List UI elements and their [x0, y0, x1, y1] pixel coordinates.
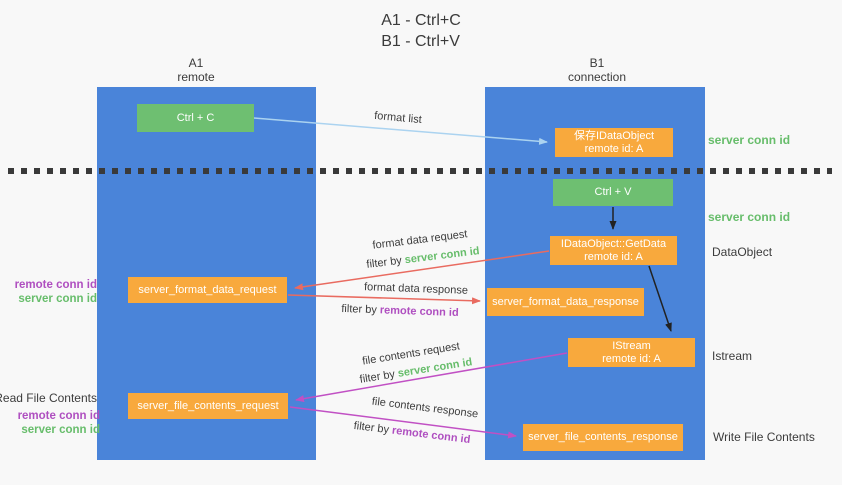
ctrl-c-label: Ctrl + C — [176, 111, 215, 124]
server-conn-id-right-top: server conn id — [708, 133, 791, 147]
server-conn-id-left-2: server conn id — [21, 424, 100, 436]
dataobject-label: DataObject — [712, 245, 773, 259]
istream-side-label: Istream — [712, 349, 753, 363]
ctrl-c-box: Ctrl + C — [137, 104, 254, 132]
getdata-line2: remote id: A — [584, 250, 643, 263]
server-conn-id-text: server conn id — [404, 245, 481, 267]
getdata-line1: IDataObject::GetData — [560, 237, 667, 250]
ctrl-v-label: Ctrl + V — [594, 186, 632, 198]
remote-conn-id-text: remote conn id — [391, 424, 471, 447]
remote-conn-id-left-2: remote conn id — [17, 410, 100, 422]
server-format-data-response-box: server_format_data_response — [487, 288, 644, 316]
left-column-name: A1 — [188, 56, 204, 70]
filter-by-text: filter by — [358, 367, 399, 386]
save-idataobject-line2: remote id: A — [584, 142, 644, 155]
server-conn-id-left-1: server conn id — [18, 293, 97, 305]
server-conn-id-right-mid: server conn id — [708, 210, 791, 224]
filter-by-remote-conn-id-label-2: filter by remote conn id — [353, 420, 471, 446]
filter-by-text: filter by — [353, 419, 393, 437]
server-format-data-request-box: server_format_data_request — [128, 277, 287, 303]
filter-by-text: filter by — [365, 254, 406, 271]
format-data-response-label: format data response — [363, 281, 469, 297]
right-column-subtitle: connection — [567, 70, 627, 84]
filter-by-text: filter by — [341, 302, 381, 317]
remote-conn-id-left-1: remote conn id — [14, 279, 97, 291]
server-format-data-request-label: server_format_data_request — [138, 283, 277, 296]
left-conn-id-stack-1: remote conn id server conn id — [15, 278, 97, 306]
left-column-header: A1 remote — [177, 56, 214, 84]
right-column-name: B1 — [589, 56, 605, 70]
istream-line1: IStream — [612, 339, 651, 352]
server-file-contents-response-box: server_file_contents_response — [523, 424, 683, 451]
diagram-title: A1 - Ctrl+C B1 - Ctrl+V — [381, 10, 461, 52]
server-file-contents-response-label: server_file_contents_response — [528, 431, 678, 443]
remote-conn-id-text: remote conn id — [379, 304, 459, 320]
istream-line2: remote id: A — [602, 352, 661, 365]
write-file-contents-label: Write File Contents — [713, 430, 815, 444]
getdata-box: IDataObject::GetData remote id: A — [550, 236, 677, 265]
dotted-divider — [8, 168, 832, 174]
left-conn-id-stack-2: remote conn id server conn id — [18, 409, 100, 437]
right-column-header: B1 connection — [568, 56, 626, 84]
server-format-data-response-label: server_format_data_response — [492, 295, 639, 308]
format-list-label: format list — [373, 109, 423, 127]
ctrl-v-box: Ctrl + V — [553, 179, 673, 206]
filter-by-remote-conn-id-label-1: filter by remote conn id — [341, 303, 459, 319]
server-file-contents-request-box: server_file_contents_request — [128, 393, 288, 419]
server-file-contents-request-label: server_file_contents_request — [137, 399, 279, 412]
file-contents-response-label: file contents response — [371, 395, 479, 421]
title-line-1: A1 - Ctrl+C — [381, 12, 461, 29]
title-line-2: B1 - Ctrl+V — [381, 33, 460, 50]
istream-box: IStream remote id: A — [568, 338, 695, 367]
save-idataobject-line1: 保存IDataObject — [573, 129, 655, 142]
left-column-subtitle: remote — [177, 70, 215, 84]
save-idataobject-box: 保存IDataObject remote id: A — [555, 128, 673, 157]
read-file-contents-label: Read File Contents — [0, 391, 97, 405]
